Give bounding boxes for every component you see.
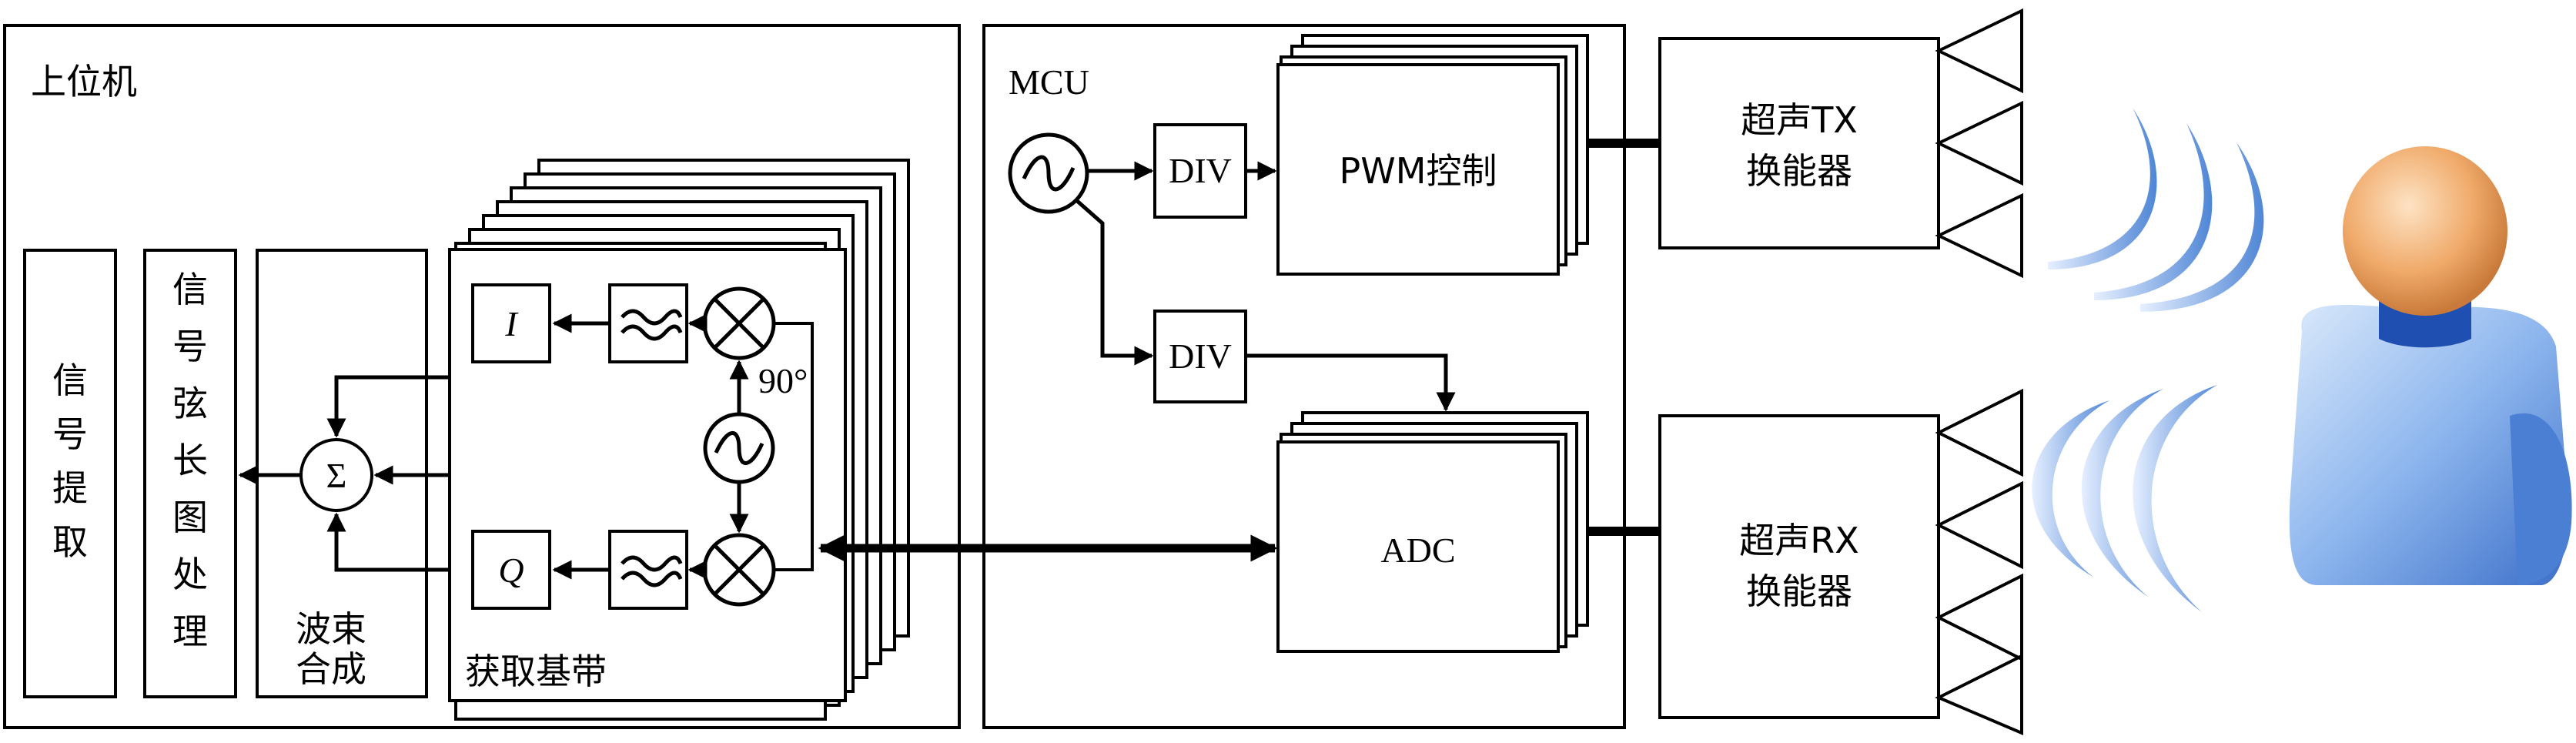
div-block-tx [1153, 123, 1247, 219]
baseband-board-stack: 获取基带 I Q 90° [448, 159, 910, 721]
local-oscillator-icon [703, 412, 775, 484]
spectrogram-processing-block: 信 号 弦 长 图 处 理 [143, 249, 237, 698]
svg-text:合成: 合成 [296, 648, 366, 690]
svg-text:处: 处 [172, 554, 208, 595]
mixer-q-icon [702, 533, 776, 607]
rx-array-icon [1935, 388, 2023, 736]
q-output-block [471, 530, 551, 610]
svg-text:换能器: 换能器 [1746, 571, 1852, 612]
svg-text:ADC: ADC [1380, 530, 1455, 570]
svg-text:长: 长 [172, 440, 208, 481]
svg-text:取: 取 [52, 521, 88, 563]
svg-text:提: 提 [52, 467, 88, 509]
svg-text:波束: 波束 [296, 608, 366, 650]
baseband-label: 获取基带 [465, 651, 607, 692]
rx-transducer-block: 超声RX 换能器 [1658, 414, 1940, 719]
tx-transducer-block: 超声TX 换能器 [1658, 37, 1940, 249]
svg-text:换能器: 换能器 [1746, 150, 1852, 192]
lowpass-filter-i [608, 283, 688, 363]
upper-computer-panel: 上位机 [3, 24, 961, 729]
phase-shift-label: 90° [758, 361, 808, 400]
svg-text:DIV: DIV [1169, 151, 1232, 190]
mixer-i-icon [702, 286, 776, 360]
rx-wave-icon [2032, 385, 2217, 612]
signal-extraction-block: 信 号 提 取 [23, 249, 117, 698]
svg-text:Σ: Σ [326, 456, 347, 495]
div-block-rx [1153, 310, 1247, 403]
svg-text:号: 号 [52, 413, 88, 455]
svg-text:信: 信 [52, 360, 88, 401]
svg-text:超声RX: 超声RX [1739, 520, 1858, 561]
svg-text:理: 理 [172, 611, 208, 652]
adc-block [1276, 440, 1560, 653]
svg-text:超声TX: 超声TX [1741, 99, 1858, 141]
pwm-control-block [1276, 63, 1560, 276]
svg-text:弦: 弦 [172, 383, 208, 424]
mcu-panel: MCU DIV DIV PWM控制 ADC [982, 24, 1626, 729]
tx-wave-icon [2048, 108, 2264, 312]
svg-text:图: 图 [172, 497, 208, 538]
mcu-title: MCU [1009, 62, 1089, 102]
upper-computer-title: 上位机 [31, 61, 137, 102]
svg-text:号: 号 [172, 326, 208, 367]
clock-oscillator-icon [1008, 132, 1089, 214]
tx-array-icon [1935, 8, 2023, 279]
svg-text:I: I [504, 304, 519, 343]
svg-text:信: 信 [172, 269, 208, 310]
svg-text:PWM控制: PWM控制 [1340, 150, 1497, 192]
svg-text:Q: Q [498, 551, 524, 590]
i-output-block [471, 283, 551, 363]
svg-text:DIV: DIV [1169, 336, 1232, 376]
person-icon [2289, 146, 2572, 585]
